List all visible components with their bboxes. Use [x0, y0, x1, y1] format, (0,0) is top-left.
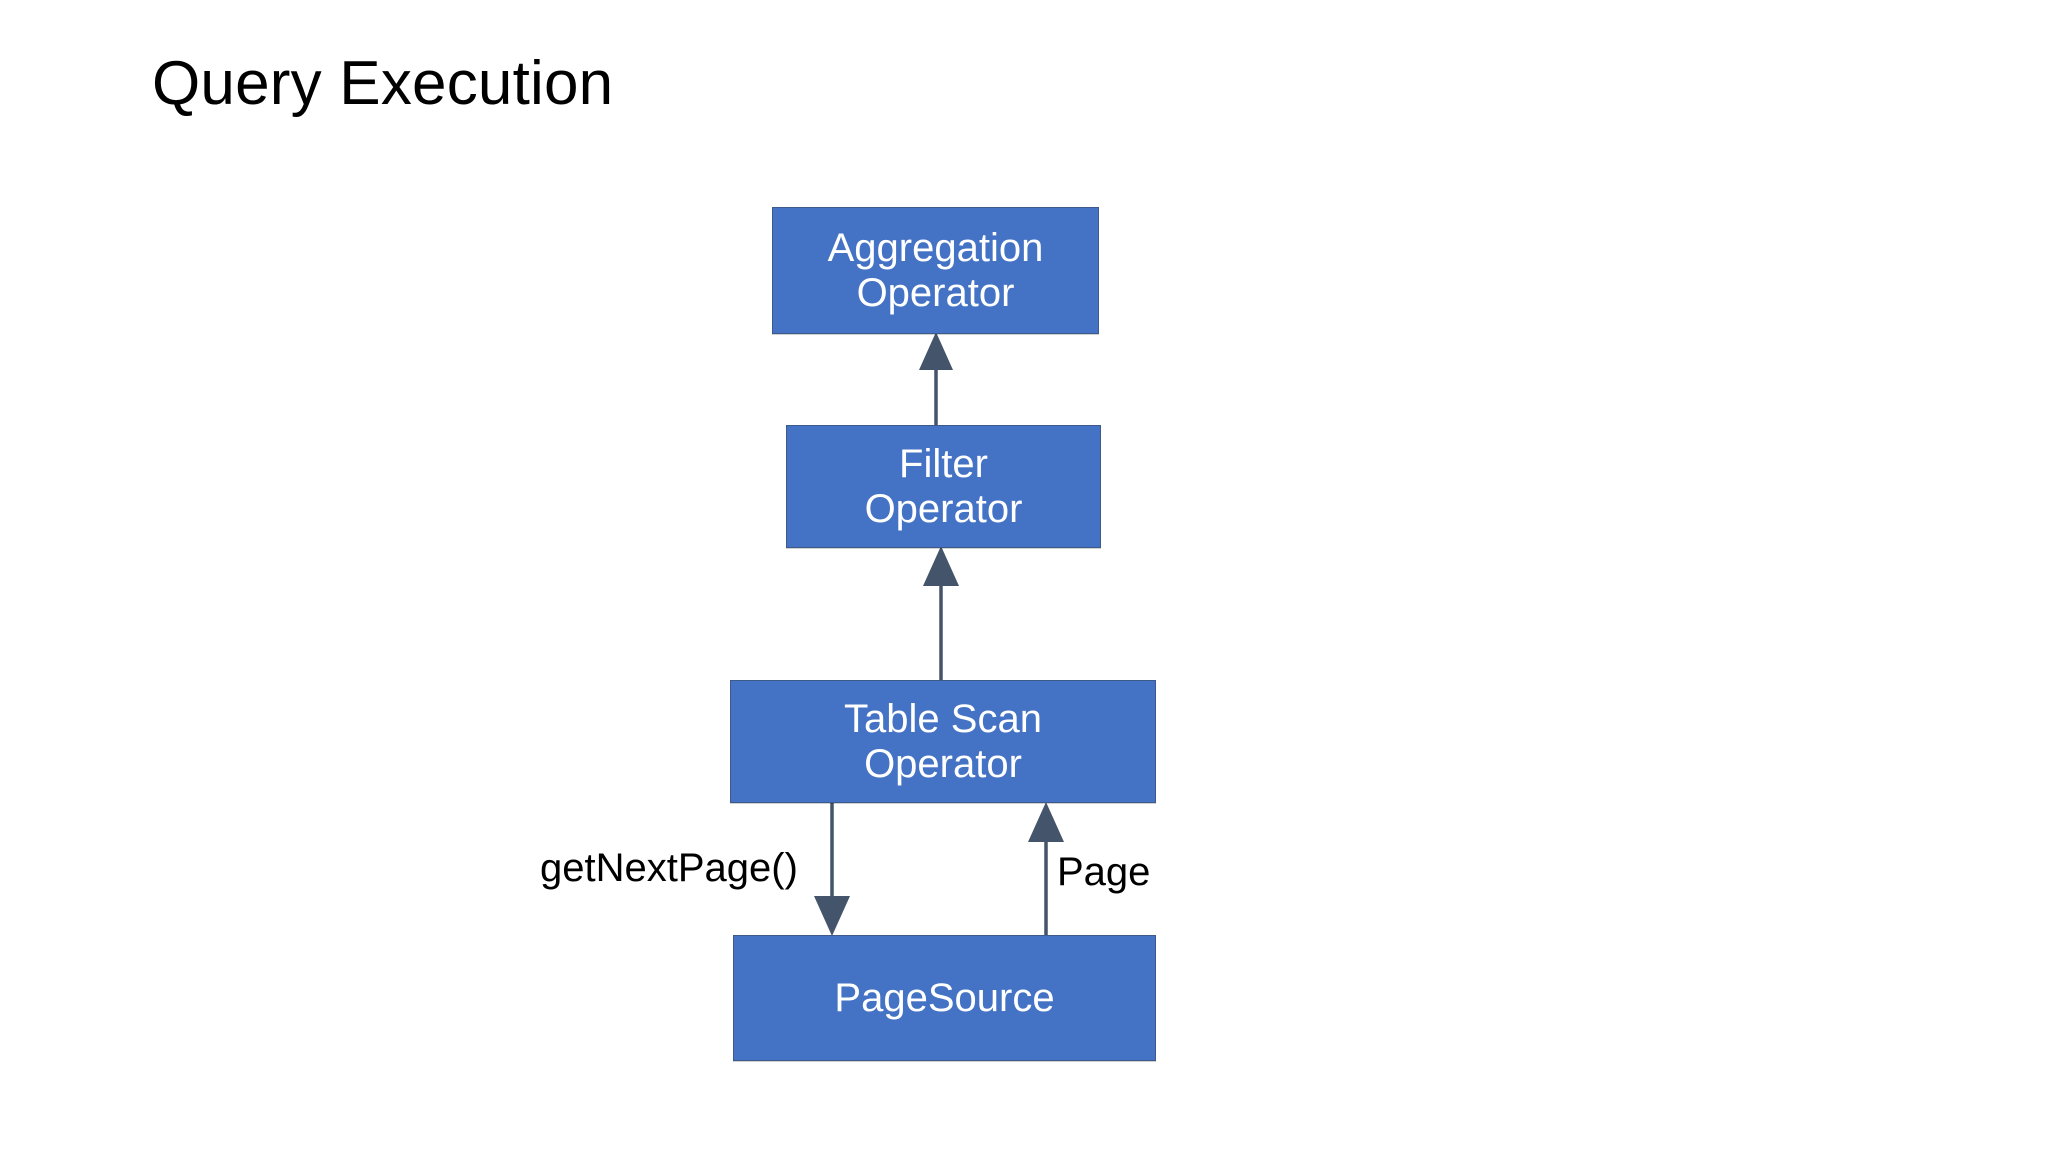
page-title: Query Execution — [152, 49, 614, 118]
page-source-label: PageSource — [834, 975, 1055, 1020]
arrow-tablescan-to-filter — [923, 546, 959, 680]
filter-operator-box[interactable]: Filter Operator — [786, 425, 1101, 548]
aggregation-operator-label-line2: Operator — [856, 270, 1015, 315]
arrow-tablescan-to-pagesource — [814, 803, 850, 936]
edge-label-get-next-page: getNextPage() — [540, 846, 798, 890]
filter-operator-label-line1: Filter — [899, 441, 988, 486]
table-scan-operator-box[interactable]: Table Scan Operator — [730, 680, 1156, 803]
edge-label-page: Page — [1057, 850, 1151, 894]
table-scan-operator-label-line2: Operator — [864, 741, 1022, 786]
aggregation-operator-label-line1: Aggregation — [827, 225, 1044, 270]
page-source-box[interactable]: PageSource — [733, 935, 1156, 1061]
filter-operator-label-line2: Operator — [864, 486, 1023, 531]
aggregation-operator-box[interactable]: Aggregation Operator — [772, 207, 1099, 334]
arrow-filter-to-aggregation — [919, 332, 953, 425]
table-scan-operator-label-line1: Table Scan — [844, 696, 1042, 741]
